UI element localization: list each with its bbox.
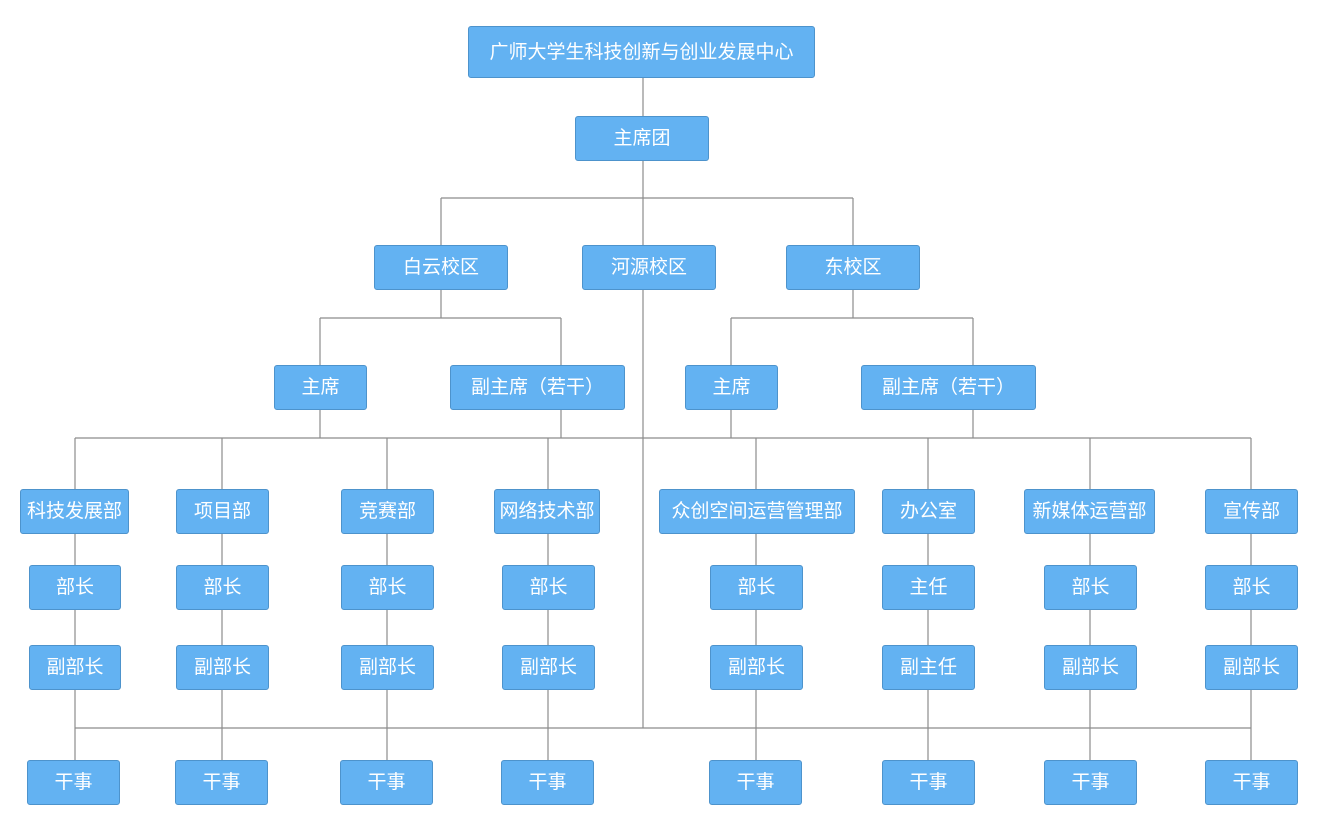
department-staff-label: 干事	[528, 771, 567, 793]
department-head-label: 主任	[909, 576, 948, 598]
department-head-node: 部长	[176, 565, 269, 610]
center-label: 广师大学生科技创新与创业发展中心	[489, 40, 794, 63]
department-node: 宣传部	[1205, 489, 1298, 534]
campus-heyuan-label: 河源校区	[610, 256, 687, 278]
department-staff-node: 干事	[1205, 760, 1298, 805]
department-deputy-node: 副部长	[29, 645, 121, 690]
baiyun-chair-label: 主席	[301, 376, 340, 398]
department-head-node: 部长	[1044, 565, 1137, 610]
department-head-label: 部长	[368, 576, 407, 598]
campus-baiyun-node: 白云校区	[374, 245, 508, 290]
baiyun-vice-chair-label: 副主席（若干）	[470, 376, 604, 398]
department-deputy-label: 副部长	[46, 656, 104, 678]
department-deputy-label: 副主任	[899, 656, 957, 678]
department-head-node: 部长	[1205, 565, 1298, 610]
department-head-label: 部长	[55, 576, 94, 598]
department-deputy-label: 副部长	[727, 656, 785, 678]
campus-east-label: 东校区	[824, 256, 882, 278]
department-head-label: 部长	[529, 576, 568, 598]
department-staff-node: 干事	[27, 760, 120, 805]
presidium-label: 主席团	[613, 127, 671, 149]
department-deputy-node: 副部长	[176, 645, 269, 690]
east-chair-label: 主席	[712, 376, 751, 398]
department-node: 新媒体运营部	[1024, 489, 1155, 534]
department-head-node: 部长	[502, 565, 595, 610]
department-deputy-node: 副部长	[1205, 645, 1298, 690]
department-node: 众创空间运营管理部	[659, 489, 855, 534]
department-deputy-label: 副部长	[193, 656, 251, 678]
department-head-node: 部长	[341, 565, 434, 610]
campus-heyuan-node: 河源校区	[582, 245, 716, 290]
department-node: 科技发展部	[20, 489, 129, 534]
department-label: 竞赛部	[358, 500, 416, 522]
department-head-label: 部长	[203, 576, 242, 598]
department-node: 竞赛部	[341, 489, 434, 534]
department-deputy-node: 副主任	[882, 645, 975, 690]
department-deputy-label: 副部长	[1061, 656, 1119, 678]
department-staff-node: 干事	[882, 760, 975, 805]
department-staff-label: 干事	[1071, 771, 1110, 793]
department-deputy-label: 副部长	[358, 656, 416, 678]
east-vice-chair-label: 副主席（若干）	[881, 376, 1015, 398]
department-head-node: 主任	[882, 565, 975, 610]
east-chair-node: 主席	[685, 365, 778, 410]
department-label: 新媒体运营部	[1032, 500, 1147, 522]
department-label: 办公室	[899, 500, 957, 522]
baiyun-chair-node: 主席	[274, 365, 367, 410]
department-deputy-label: 副部长	[519, 656, 577, 678]
department-staff-node: 干事	[1044, 760, 1137, 805]
department-label: 众创空间运营管理部	[671, 500, 843, 522]
department-staff-node: 干事	[175, 760, 268, 805]
department-head-node: 部长	[29, 565, 121, 610]
department-deputy-node: 副部长	[341, 645, 434, 690]
department-head-label: 部长	[1071, 576, 1110, 598]
campus-baiyun-label: 白云校区	[402, 256, 479, 278]
department-staff-label: 干事	[736, 771, 775, 793]
department-deputy-label: 副部长	[1222, 656, 1280, 678]
department-node: 项目部	[176, 489, 269, 534]
department-label: 网络技术部	[499, 500, 595, 522]
department-staff-label: 干事	[367, 771, 406, 793]
east-vice-chair-node: 副主席（若干）	[861, 365, 1036, 410]
department-deputy-node: 副部长	[710, 645, 803, 690]
department-head-node: 部长	[710, 565, 803, 610]
department-staff-node: 干事	[340, 760, 433, 805]
baiyun-vice-chair-node: 副主席（若干）	[450, 365, 625, 410]
department-label: 宣传部	[1222, 500, 1280, 522]
department-node: 网络技术部	[494, 489, 600, 534]
department-deputy-node: 副部长	[502, 645, 595, 690]
department-deputy-node: 副部长	[1044, 645, 1137, 690]
center-node: 广师大学生科技创新与创业发展中心	[468, 26, 815, 78]
presidium-node: 主席团	[575, 116, 709, 161]
department-node: 办公室	[882, 489, 975, 534]
department-label: 科技发展部	[26, 500, 122, 522]
campus-east-node: 东校区	[786, 245, 920, 290]
department-label: 项目部	[193, 500, 251, 522]
department-staff-node: 干事	[709, 760, 802, 805]
department-head-label: 部长	[1232, 576, 1271, 598]
department-staff-label: 干事	[202, 771, 241, 793]
department-staff-node: 干事	[501, 760, 594, 805]
department-head-label: 部长	[737, 576, 776, 598]
department-staff-label: 干事	[909, 771, 948, 793]
department-staff-label: 干事	[54, 771, 93, 793]
department-staff-label: 干事	[1232, 771, 1271, 793]
